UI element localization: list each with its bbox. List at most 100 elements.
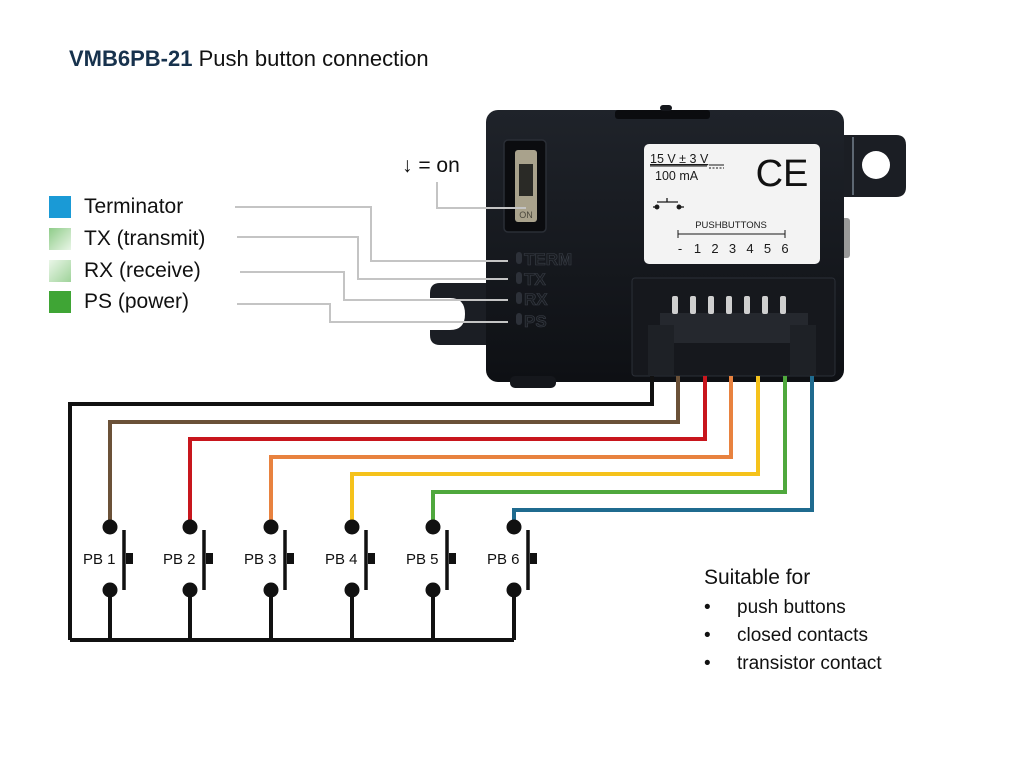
terminal-label: 2 xyxy=(711,241,718,256)
rating-current: 100 mA xyxy=(655,169,699,183)
wire-pb3 xyxy=(269,376,733,527)
suitable-item: closed contacts xyxy=(704,622,882,650)
connector-pin xyxy=(690,296,696,314)
wire-pb2 xyxy=(188,376,707,527)
pushbutton-label: PB 3 xyxy=(244,551,277,568)
pushbutton-label: PB 1 xyxy=(83,551,116,568)
legend-swatch-rx xyxy=(49,260,71,282)
switch-button-icon xyxy=(287,553,294,564)
terminal-label: - xyxy=(678,241,682,256)
contact-bottom xyxy=(506,582,522,598)
suitable-for-box: Suitable for push buttons closed contact… xyxy=(704,566,882,678)
leader-line-ps xyxy=(237,303,508,323)
contact-top xyxy=(506,519,522,535)
suitable-item: push buttons xyxy=(704,594,882,622)
device: ON TERM TX RX PS 15 V ± 3 V 100 mA CE PU… xyxy=(430,105,906,388)
connector-pin xyxy=(672,296,678,314)
legend-item-rx: RX (receive) xyxy=(49,259,201,282)
pushbutton-2 xyxy=(182,519,213,640)
suitable-item: transistor contact xyxy=(704,650,882,678)
connector-pin xyxy=(726,296,732,314)
pushbutton-3 xyxy=(263,519,294,640)
mounting-hole xyxy=(862,151,890,179)
connector-pin xyxy=(780,296,786,314)
pushbutton-symbol-icon xyxy=(653,198,684,210)
legend-item-ps: PS (power) xyxy=(49,290,190,313)
suitable-for-heading: Suitable for xyxy=(704,566,811,589)
pushbuttons-title: PUSHBUTTONS xyxy=(695,220,767,231)
led-label-rx: RX xyxy=(524,290,548,309)
contact-top xyxy=(344,519,360,535)
wires xyxy=(68,376,814,642)
leader-line-rx xyxy=(240,271,508,301)
switch-marking: ON xyxy=(519,210,533,220)
wire-pb4 xyxy=(350,376,760,527)
terminal-label: 6 xyxy=(781,241,788,256)
pushbutton-label: PB 2 xyxy=(163,551,196,568)
contact-bottom xyxy=(344,582,360,598)
legend-item-tx: TX (transmit) xyxy=(49,227,206,250)
contact-bottom xyxy=(102,582,118,598)
wire-pb5 xyxy=(431,376,787,527)
contact-top xyxy=(182,519,198,535)
legend-label: RX (receive) xyxy=(84,259,201,282)
contact-bottom xyxy=(182,582,198,598)
legend-label: Terminator xyxy=(84,195,184,218)
device-left-tab xyxy=(430,283,500,345)
rating-voltage: 15 V ± 3 V xyxy=(650,152,709,166)
contact-top xyxy=(425,519,441,535)
switch-button-icon xyxy=(126,553,133,564)
led-label-ps: PS xyxy=(524,312,547,331)
led-tx xyxy=(516,272,522,284)
led-rx xyxy=(516,292,522,304)
led-ps xyxy=(516,313,522,325)
contact-bottom xyxy=(263,582,279,598)
leader-line-terminator xyxy=(235,206,508,262)
legend-item-terminator: Terminator xyxy=(49,195,184,218)
led-label-tx: TX xyxy=(524,270,546,289)
wire-common xyxy=(68,376,654,640)
legend-label: TX (transmit) xyxy=(84,227,206,250)
connector-pins xyxy=(672,296,786,314)
pushbutton-5 xyxy=(425,519,456,640)
legend-swatch-terminator xyxy=(49,196,71,218)
pushbutton-label: PB 4 xyxy=(325,551,358,568)
wire-pb1 xyxy=(108,376,680,527)
pushbutton-4 xyxy=(344,519,375,640)
connector-pin xyxy=(762,296,768,314)
page-title: VMB6PB-21 Push button connection xyxy=(69,46,429,72)
switch-button-icon xyxy=(206,553,213,564)
connector-pin xyxy=(744,296,750,314)
leader-lines xyxy=(235,182,526,323)
legend-label: PS (power) xyxy=(84,290,190,313)
model-name: VMB6PB-21 xyxy=(69,46,193,71)
leader-line-switch xyxy=(436,182,526,209)
contact-bottom xyxy=(425,582,441,598)
suitable-for-list: push buttons closed contacts transistor … xyxy=(704,594,882,678)
contact-top xyxy=(102,519,118,535)
ce-mark: CE xyxy=(756,153,809,195)
switch-button-icon xyxy=(368,553,375,564)
terminal-label: 4 xyxy=(746,241,753,256)
switch-button-icon xyxy=(449,553,456,564)
pushbutton-label: PB 5 xyxy=(406,551,439,568)
led-label-term: TERM xyxy=(524,250,572,269)
legend-swatch-ps xyxy=(49,291,71,313)
legend-swatch-tx xyxy=(49,228,71,250)
leader-line-tx xyxy=(237,236,508,280)
contact-top xyxy=(263,519,279,535)
terminal-label: 1 xyxy=(694,241,701,256)
switch-on-note: ↓ = on xyxy=(402,154,460,177)
title-text: Push button connection xyxy=(198,46,429,71)
pushbuttons xyxy=(102,519,537,640)
pushbutton-1 xyxy=(102,519,133,640)
led-term xyxy=(516,252,522,264)
pushbutton-6 xyxy=(506,519,537,640)
pushbutton-label: PB 6 xyxy=(487,551,520,568)
terminal-label: 3 xyxy=(729,241,736,256)
wire-pb6 xyxy=(512,376,814,527)
led-labels: TERM TX RX PS xyxy=(524,250,573,332)
connector-pin xyxy=(708,296,714,314)
terminal-label: 5 xyxy=(764,241,771,256)
